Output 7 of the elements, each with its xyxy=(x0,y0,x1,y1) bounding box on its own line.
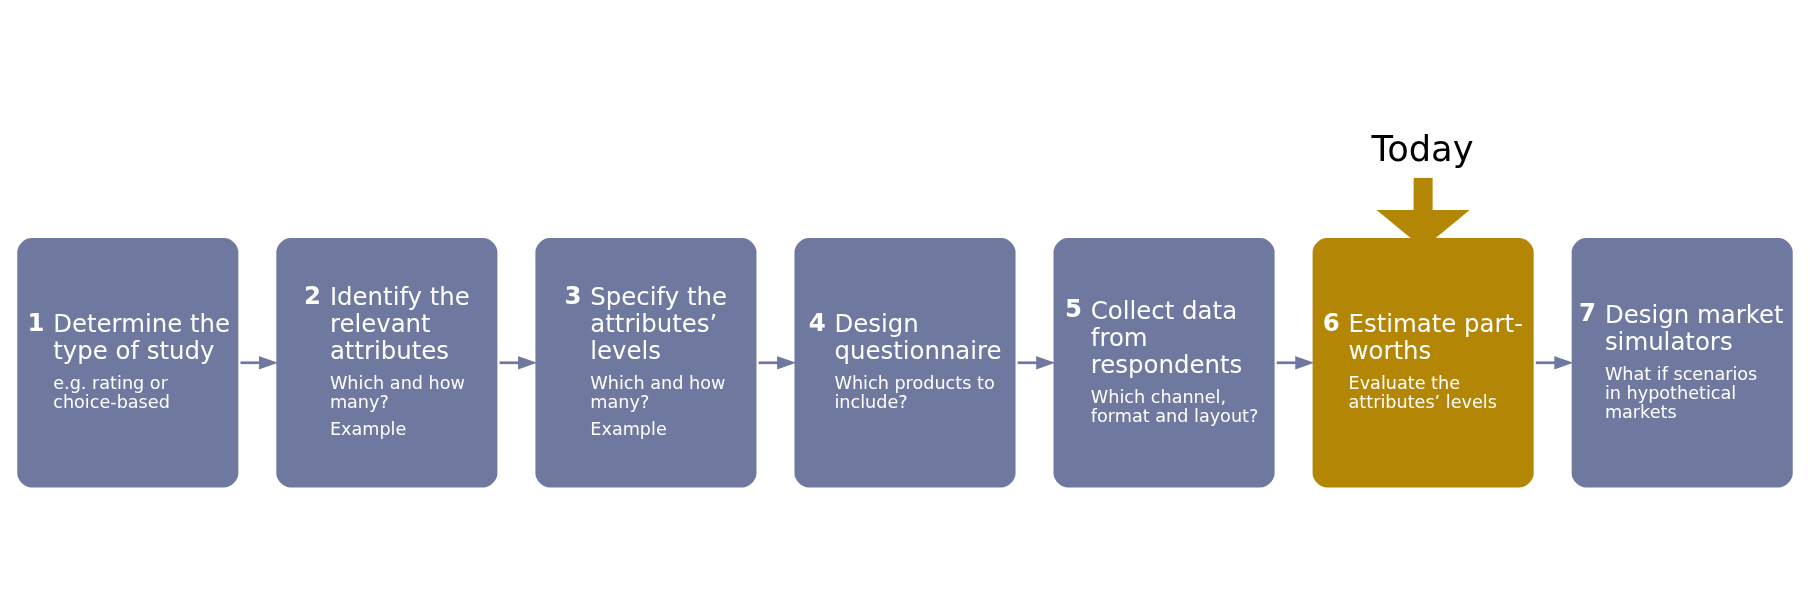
arrow xyxy=(1535,355,1574,369)
node-text: Today xyxy=(1371,127,1474,169)
arrow xyxy=(1276,355,1315,369)
arrow xyxy=(1017,355,1056,369)
arrow xyxy=(240,355,278,369)
arrow xyxy=(499,355,538,369)
arrow xyxy=(758,355,797,369)
